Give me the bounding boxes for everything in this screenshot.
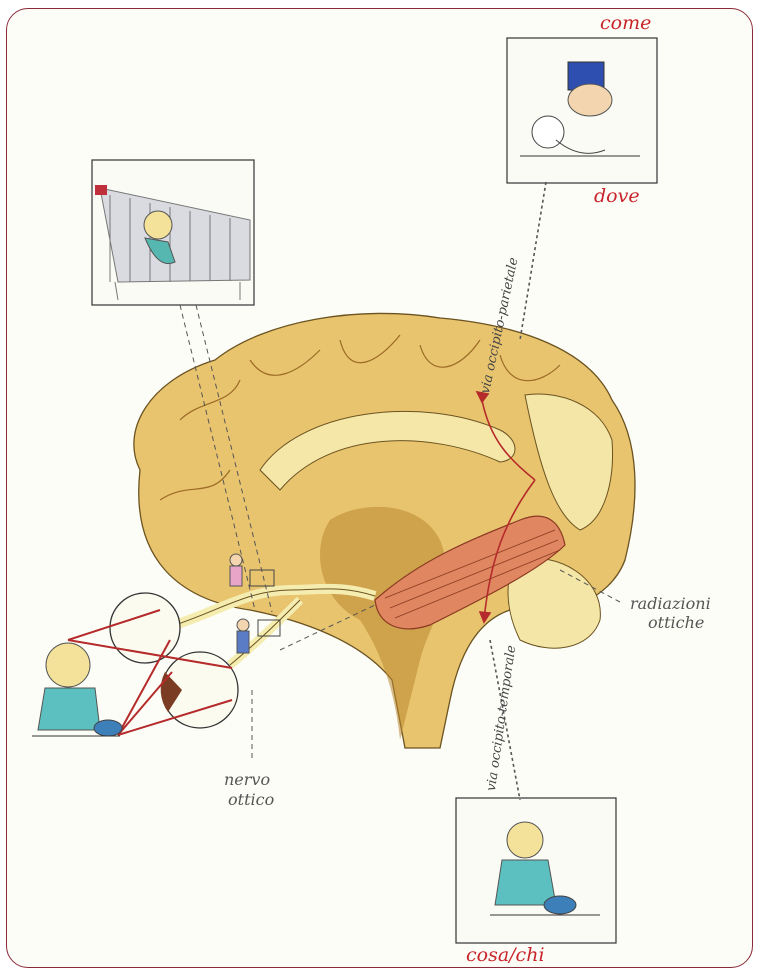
- label-nervo: nervo: [224, 770, 270, 789]
- child-figure: [32, 643, 122, 736]
- label-dove: dove: [594, 185, 640, 207]
- label-radiazioni: radiazioni: [630, 594, 711, 613]
- come-picture: [507, 38, 657, 183]
- label-come: come: [600, 12, 651, 34]
- label-ottiche: ottiche: [648, 613, 704, 632]
- label-cosa-chi: cosa/chi: [466, 944, 545, 966]
- cosa-chi-picture: [456, 798, 616, 943]
- cart-child-picture: [92, 160, 254, 305]
- label-ottico: ottico: [228, 790, 274, 809]
